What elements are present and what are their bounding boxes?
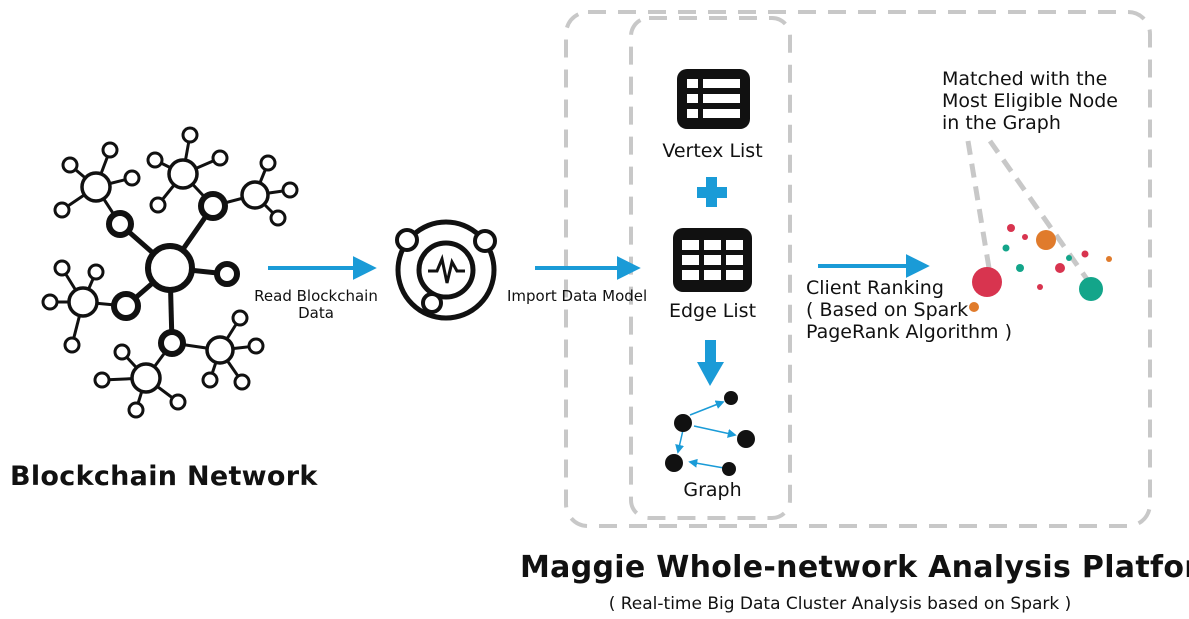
vertex-list-label: Vertex List: [662, 140, 763, 162]
platform-subtitle: ( Real-time Big Data Cluster Analysis ba…: [608, 594, 1072, 614]
down-arrow-icon: [697, 340, 724, 386]
edge-list-label: Edge List: [668, 300, 757, 322]
import-data-label: Import Data Model: [507, 287, 648, 305]
blockchain-network-icon: [41, 126, 299, 419]
client-ranking-label: Client Ranking ( Based on Spark PageRank…: [806, 277, 1013, 343]
graph-label: Graph: [683, 479, 742, 501]
ranked-node-cluster: [965, 139, 1112, 312]
vertex-list-icon: [677, 69, 750, 129]
graph-icon: [665, 391, 755, 476]
edge-list-icon: [673, 228, 752, 292]
read-data-label: Read Blockchain Data: [254, 287, 378, 323]
network-title: Blockchain Network: [10, 461, 318, 492]
platform-title: Maggie Whole-network Analysis Platform: [520, 550, 1189, 585]
plus-icon: [697, 177, 727, 207]
spark-processing-icon: [395, 219, 497, 321]
platform-boundary: [564, 10, 1152, 528]
matched-node-label: Matched with the Most Eligible Node in t…: [942, 68, 1118, 134]
